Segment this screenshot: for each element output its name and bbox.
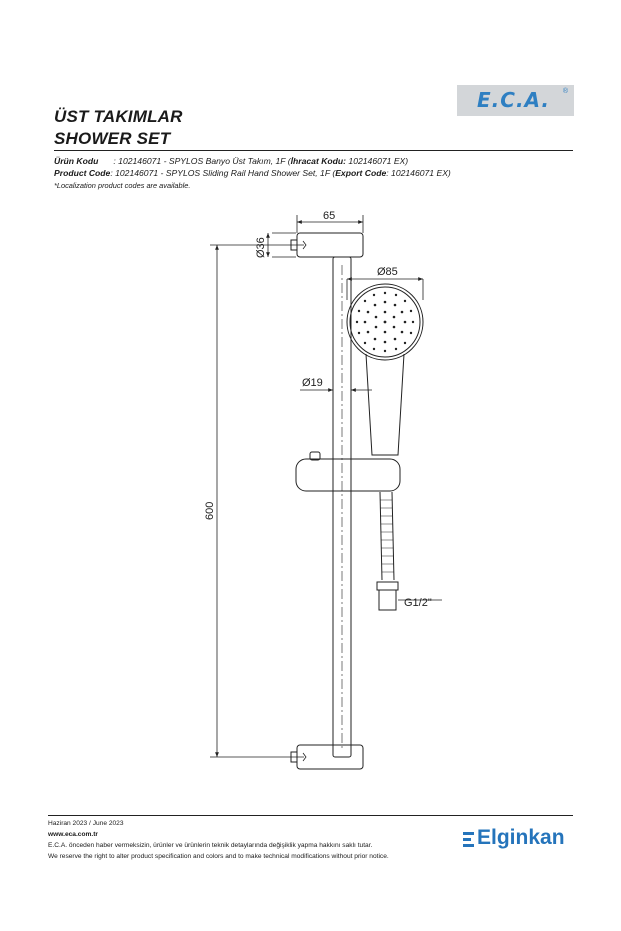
elginkan-mark-icon	[463, 832, 474, 850]
hand-shower	[346, 283, 424, 456]
localization-note: *Localization product codes are availabl…	[54, 181, 191, 190]
top-wall-bracket	[282, 232, 364, 258]
dim-bracket-diameter-label: Ø36	[255, 237, 267, 258]
product-code-tr: Ürün Kodu : 102146071 - SPYLOS Banyo Üst …	[54, 156, 408, 167]
dim-height-label: 600	[204, 502, 216, 520]
export-code-en-value: : 102146071 EX)	[386, 168, 451, 178]
header-rule	[54, 150, 573, 151]
title-english: SHOWER SET	[54, 129, 171, 148]
dim-width-label: 65	[323, 210, 335, 222]
dim-rail-diameter-label: Ø19	[302, 377, 323, 389]
export-code-tr-value: 102146071 EX)	[346, 156, 409, 166]
dim-head-diameter-label: Ø85	[377, 266, 398, 278]
footer-disclaimer-en: We reserve the right to alter product sp…	[48, 853, 389, 860]
footer-disclaimer-tr: E.C.A. önceden haber vermeksizin, ürünle…	[48, 842, 373, 849]
export-code-tr-label: İhracat Kodu:	[290, 156, 347, 166]
product-code-en: Product Code: 102146071 - SPYLOS Sliding…	[54, 168, 451, 179]
product-code-en-value: : 102146071 - SPYLOS Sliding Rail Hand S…	[110, 168, 336, 178]
eca-logo: E.C.A. ®	[457, 85, 574, 116]
export-code-en-label: Export Code	[335, 168, 387, 178]
slide-rail	[332, 256, 352, 758]
elginkan-logo-text: Elginkan	[477, 826, 565, 849]
spray-nozzles	[355, 291, 415, 353]
product-code-tr-label: Ürün Kodu	[54, 156, 99, 166]
bottom-wall-bracket	[282, 744, 364, 770]
footer-rule	[48, 815, 573, 816]
footer-date: Haziran 2023 / June 2023	[48, 820, 124, 827]
title-turkish: ÜST TAKIMLAR	[54, 107, 183, 126]
product-code-en-label: Product Code	[54, 168, 111, 178]
registered-mark: ®	[562, 88, 568, 95]
slider-holder	[295, 451, 401, 492]
eca-logo-text: E.C.A.	[477, 88, 550, 112]
dimension-lines	[210, 215, 442, 758]
dim-thread-label: G1/2"	[404, 597, 432, 609]
shower-hose	[376, 491, 399, 611]
product-code-tr-value: : 102146071 - SPYLOS Banyo Üst Takım, 1F…	[113, 156, 291, 166]
footer-website-link[interactable]: www.eca.com.tr	[48, 831, 98, 838]
